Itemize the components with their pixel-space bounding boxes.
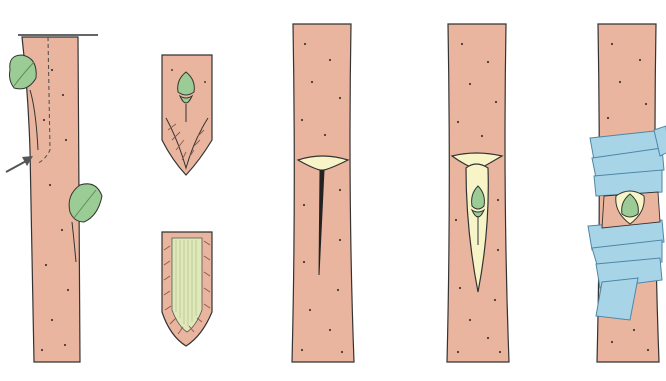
arrow-icon (6, 156, 33, 172)
bud-shield-front (162, 55, 212, 175)
t-cut-stock (292, 24, 354, 362)
wrapped-graft (588, 24, 666, 362)
scion-branch (6, 35, 102, 362)
bud-shield-back (162, 232, 212, 346)
bud-inserted (447, 24, 509, 362)
